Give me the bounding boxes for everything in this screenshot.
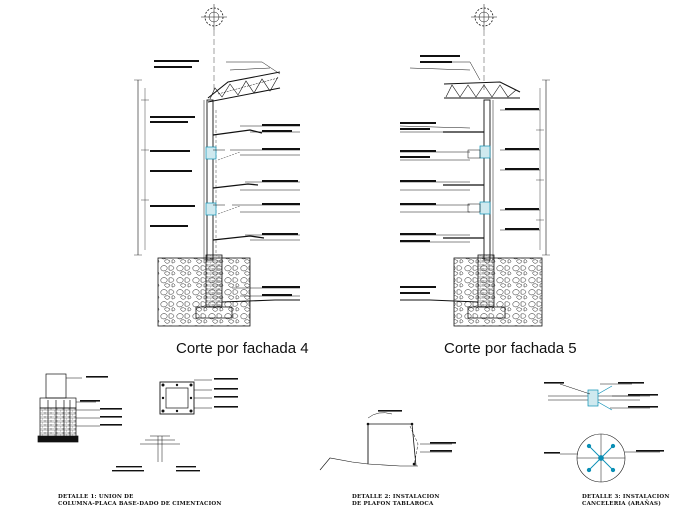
detail-3-caption: DETALLE 3: INSTALACION CANCELERIA (ARAÑA… xyxy=(582,494,670,508)
detail-1-caption-line2: COLUMNA-PLACA BASE-DADO DE CIMENTACION xyxy=(58,501,222,507)
roof-truss xyxy=(443,81,521,99)
detail-2-caption-line2: DE PLAFON TABLAROCA xyxy=(352,501,434,507)
detail-1-caption-line1: DETALLE 1: UNION DE xyxy=(58,494,134,500)
detail-2-caption: DETALLE 2: INSTALACION DE PLAFON TABLARO… xyxy=(352,494,440,508)
detail-3-drawing xyxy=(544,382,664,483)
section-title-facade-4: Corte por fachada 4 xyxy=(176,340,309,357)
section-facade-5 xyxy=(399,4,550,327)
detail-3-caption-line1: DETALLE 3: INSTALACION xyxy=(582,494,670,500)
floor-slabs xyxy=(443,131,491,239)
section-facade-4 xyxy=(134,4,300,327)
floor-slabs xyxy=(205,129,265,241)
section-title-facade-5: Corte por fachada 5 xyxy=(444,340,577,357)
grid-marker-icon xyxy=(201,4,227,92)
detail-1-drawing xyxy=(37,373,238,472)
annotation-text-blocks xyxy=(150,60,300,296)
annotation-text-blocks xyxy=(400,55,539,294)
detail-3-caption-line2: CANCELERIA (ARAÑAS) xyxy=(582,501,662,507)
detail-2-drawing xyxy=(319,410,456,471)
roof-truss xyxy=(207,71,281,103)
detail-2-caption-line1: DETALLE 2: INSTALACION xyxy=(352,494,440,500)
grid-marker-icon xyxy=(471,4,497,92)
detail-1-caption: DETALLE 1: UNION DE COLUMNA-PLACA BASE-D… xyxy=(58,494,222,508)
